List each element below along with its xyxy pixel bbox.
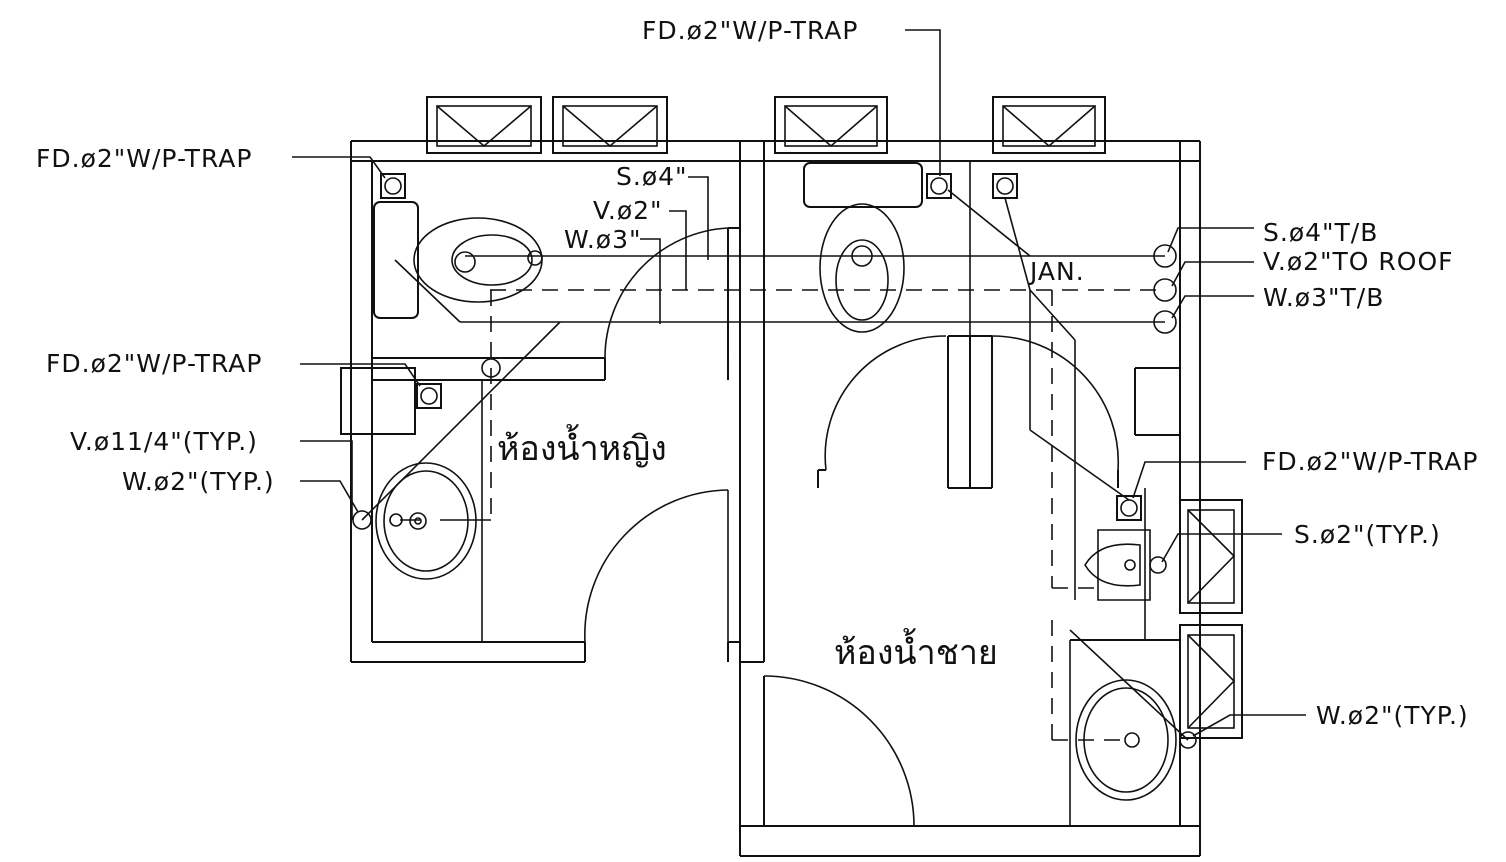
room-label-janitor: JAN. xyxy=(1028,257,1085,286)
leader-lines xyxy=(292,29,1306,737)
label-soil-4: S.ø4" xyxy=(616,162,688,191)
pipes xyxy=(352,189,1197,749)
label-fd-mid-left: FD.ø2"W/P-TRAP xyxy=(46,349,262,378)
walls xyxy=(340,140,1201,857)
doors xyxy=(584,227,1120,827)
label-fd-upper-left: FD.ø2"W/P-TRAP xyxy=(36,144,252,173)
room-label-women: ห้องน้ำหญิง xyxy=(497,424,667,469)
floor-drains xyxy=(380,173,1142,521)
right-windows xyxy=(1179,499,1243,739)
label-fd-right: FD.ø2"W/P-TRAP xyxy=(1262,447,1478,476)
label-waste-2-right: W.ø2"(TYP.) xyxy=(1316,701,1469,730)
room-label-men: ห้องน้ำชาย xyxy=(834,628,998,673)
label-soil-2-typ: S.ø2"(TYP.) xyxy=(1294,520,1441,549)
label-vent-2-roof: V.ø2"TO ROOF xyxy=(1263,247,1454,276)
top-windows xyxy=(426,96,1106,154)
label-waste-2-left: W.ø2"(TYP.) xyxy=(122,467,275,496)
label-waste-3: W.ø3" xyxy=(564,225,642,254)
label-vent-2: V.ø2" xyxy=(593,196,663,225)
label-waste-3-tb: W.ø3"T/B xyxy=(1263,283,1384,312)
label-vent-1-1-4: V.ø11/4"(TYP.) xyxy=(70,427,258,456)
label-fd-top: FD.ø2"W/P-TRAP xyxy=(642,16,858,45)
annotation-labels: FD.ø2"W/P-TRAP FD.ø2"W/P-TRAP S.ø4" V.ø2… xyxy=(36,16,1478,730)
label-soil-4-tb: S.ø4"T/B xyxy=(1263,218,1378,247)
